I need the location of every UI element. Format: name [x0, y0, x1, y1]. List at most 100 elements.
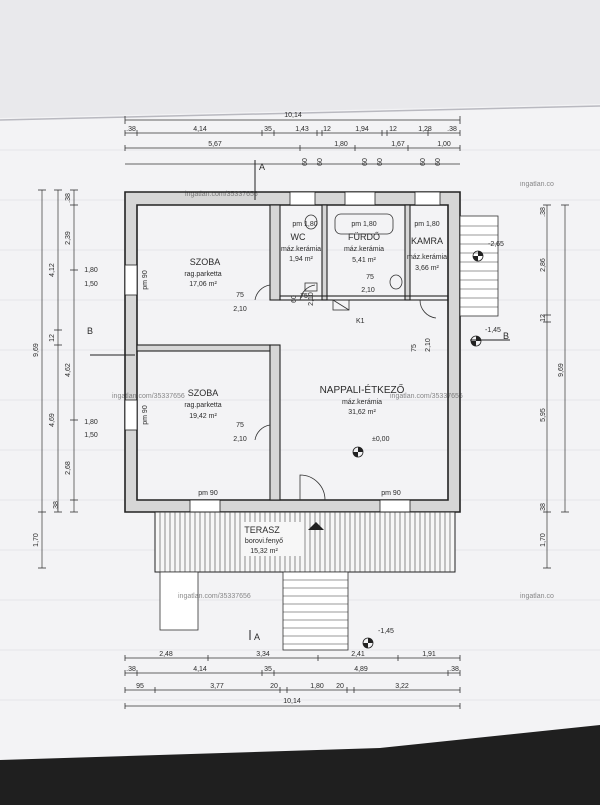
- kamra-name: KAMRA: [411, 236, 443, 246]
- dim-right-outer-0: 9,69: [558, 363, 565, 377]
- dim-bottom-r2-3: 4,89: [354, 666, 368, 673]
- dim-top-r3-1: 1,80: [334, 141, 348, 148]
- wc-window: pm 1,80: [292, 221, 317, 228]
- dim-top-r4-3: 60: [377, 158, 384, 166]
- left-dimension-lines: [41, 190, 75, 568]
- dim-top-r3-0: 5,67: [208, 141, 222, 148]
- dim-right-inner-1: 12: [540, 314, 547, 322]
- dim-left-inner-1: 2,39: [65, 231, 72, 245]
- furdo-floor: máz.kerámia: [344, 246, 384, 253]
- dim-top-r4-0: 60: [302, 158, 309, 166]
- level-right: -1,45: [485, 327, 501, 334]
- dim-left-inner-2: 12: [49, 334, 56, 342]
- szoba1-area: 17,06 m²: [189, 281, 217, 288]
- bath-fixtures: [304, 213, 403, 311]
- dim-bottom-r3-5: 3,22: [395, 683, 409, 690]
- wc-area: 1,94 m²: [289, 256, 313, 263]
- watermark-4: ingatlan.com/35337656: [178, 593, 251, 600]
- level-marker-icon: [472, 250, 484, 262]
- szoba2-door-h: 2,10: [233, 436, 247, 443]
- level-bottom: -1,45: [378, 628, 394, 635]
- stairs: [159, 215, 499, 651]
- dim-right-mid-1: 5,95: [540, 408, 547, 422]
- room-terasz: TERASZ borovi.fenyő 15,32 m²: [243, 522, 324, 556]
- section-a-bottom: A: [254, 632, 260, 642]
- bottom-dimension-lines: [125, 657, 460, 707]
- szoba1-door-w: 75: [236, 292, 244, 299]
- szoba1-floor: rag.parketta: [184, 271, 221, 278]
- szoba1-name: SZOBA: [190, 257, 221, 267]
- dim-bottom-r3-1: 3,77: [210, 683, 224, 690]
- k1-label: K1: [356, 318, 365, 325]
- dim-left-mid-3: 2,68: [65, 461, 72, 475]
- level-stair-right: -2,65: [488, 241, 504, 248]
- dim-top-r2-5: 1,94: [355, 126, 369, 133]
- dim-top-r2-0: .38: [126, 126, 136, 133]
- dim-top-r2-1: 4,14: [193, 126, 207, 133]
- watermark-6: ingatlan.co: [520, 593, 554, 600]
- szoba1-door-h: 2,10: [233, 306, 247, 313]
- room-kamra: pm 1,80 KAMRA máz.kerámia 3,66 m² 75 2,1…: [407, 221, 447, 352]
- right-dimension-ticks: [543, 204, 569, 569]
- dim-left-mid-2: 4,69: [49, 413, 56, 427]
- dim-bottom-r1-3: 1,91: [422, 651, 436, 658]
- furdo-area: 5,41 m²: [352, 257, 376, 264]
- dim-bottom-r1-2: 2,41: [351, 651, 365, 658]
- watermark-1: ingatlan.com/35337656: [185, 191, 258, 198]
- room-furdo: pm 1,80 FÜRDŐ máz.kerámia 5,41 m² 75 2,1…: [344, 221, 384, 325]
- dim-top-r4-4: 60: [420, 158, 427, 166]
- dim-top-r3-3: 1,00: [437, 141, 451, 148]
- kamra-window: pm 1,80: [414, 221, 439, 228]
- furdo-door-w: 75: [366, 274, 374, 281]
- dim-top-r2-7: 1,28: [418, 126, 432, 133]
- nappali-floor: máz.kerámia: [342, 399, 382, 406]
- dim-bottom-r2-2: 35: [264, 666, 272, 673]
- dim-bottom-r3-2: 20: [270, 683, 278, 690]
- dim-bottom-r2-1: 4,14: [193, 666, 207, 673]
- entrance-arrow-icon: [308, 522, 324, 530]
- level-marker-icon: [470, 335, 482, 347]
- windows: [124, 191, 441, 513]
- szoba2-door-w: 75: [236, 422, 244, 429]
- szoba2-window: pm 90: [142, 405, 149, 425]
- furdo-door-h: 2,10: [361, 287, 375, 294]
- szoba2-floor: rag.parketta: [184, 402, 221, 409]
- kamra-door-w: 75: [411, 344, 418, 352]
- furdo-window: pm 1,80: [351, 221, 376, 228]
- wc-door-h: 2,10: [308, 292, 315, 306]
- dim-bottom-r2-4: .38: [449, 666, 459, 673]
- level-marker-icon: [352, 446, 364, 458]
- room-szoba1: SZOBA rag.parketta 17,06 m² pm 90 75 2,1…: [84, 257, 247, 313]
- dim-top-total: 10,14: [284, 112, 302, 119]
- dim-top-r4-1: 60: [317, 158, 324, 166]
- szoba2-name: SZOBA: [188, 388, 219, 398]
- room-szoba2: SZOBA rag.parketta 19,42 m² pm 90 pm 90 …: [84, 388, 247, 497]
- stair-steps: [283, 225, 498, 645]
- dim-left-inner-0: .38: [65, 193, 72, 203]
- nappali-name: NAPPALI-ÉTKEZŐ: [320, 382, 405, 396]
- top-dimension-lines: [125, 119, 460, 165]
- wc-name: WC: [291, 232, 306, 242]
- dim-top-r2-4: 12: [323, 126, 331, 133]
- dim-bottom-r3-0: 95: [136, 683, 144, 690]
- nappali-level: ±0,00: [372, 436, 390, 443]
- szoba2-area: 19,42 m²: [189, 413, 217, 420]
- nappali-area: 31,62 m²: [348, 409, 376, 416]
- top-dimension-ticks: [124, 116, 461, 151]
- room-wc: pm 1,80 WC máz.kerámia 1,94 m² 60 2,10: [281, 221, 321, 306]
- watermark-5: ingatlan.co: [520, 181, 554, 188]
- dim-bottom-r3-4: 20: [336, 683, 344, 690]
- dim-top-r4-5: 60: [435, 158, 442, 166]
- terrace: [154, 511, 456, 573]
- watermark-2: ingatlan.com/35337656: [112, 393, 185, 400]
- dim-left-mid-0: 4,12: [49, 263, 56, 277]
- dim-left-outer-1: 1,70: [33, 533, 40, 547]
- grid-lines: [0, 149, 600, 701]
- dim-bottom-r3-3: 1,80: [310, 683, 324, 690]
- dim-bottom-total: 10,14: [283, 698, 301, 705]
- right-dimension-lines: [546, 205, 566, 568]
- doors: [254, 284, 437, 501]
- level-markers: [352, 250, 484, 649]
- szoba2-dim1: 1,80: [84, 419, 98, 426]
- dim-bottom-r1-0: 2,48: [159, 651, 173, 658]
